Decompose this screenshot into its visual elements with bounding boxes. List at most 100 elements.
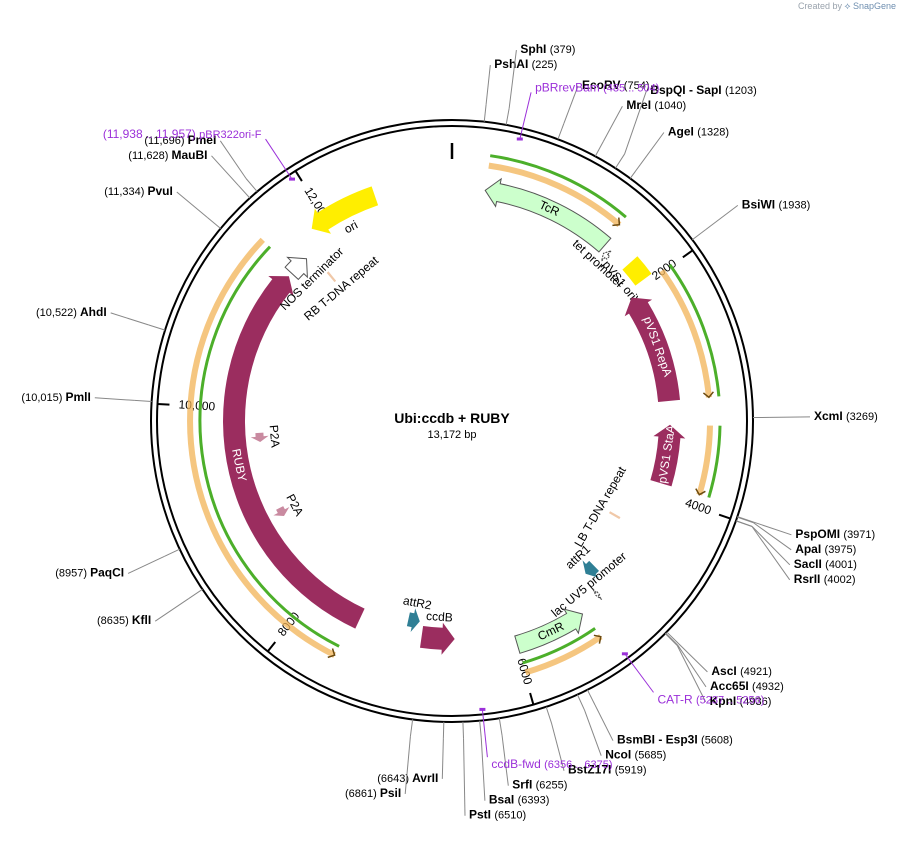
site-leader — [508, 50, 517, 109]
feature-label: lac UV5 promoter — [549, 549, 630, 620]
tick-mark — [266, 641, 277, 653]
site-leader — [480, 737, 486, 801]
translation-arrowhead — [695, 488, 706, 496]
feature-label: attR2 — [402, 593, 433, 612]
site-leader — [485, 65, 491, 105]
primer-mark — [621, 652, 628, 656]
feature-tet-promoter — [600, 249, 613, 263]
site-tick — [666, 631, 680, 645]
primer-label-ccdb-fwd: ccdB-fwd (6356 .. 6375) — [491, 757, 612, 771]
site-label-ecorv: EcoRV (754) — [582, 78, 649, 92]
site-leader — [463, 738, 466, 816]
translation-frame-outer — [659, 269, 712, 398]
feature-ori — [311, 186, 379, 234]
site-tick — [409, 719, 414, 737]
feature-cmr — [514, 608, 584, 654]
feature-p2a — [250, 432, 269, 442]
feature-rb-t-dna-repeat — [326, 271, 337, 283]
site-leader — [584, 709, 602, 756]
site-leader — [639, 132, 665, 165]
site-leader — [219, 140, 247, 179]
site-label-psii: (6861) PsiI — [345, 786, 401, 800]
site-label-avrii: (6643) AvrII — [377, 771, 438, 785]
primer-leader — [481, 709, 488, 758]
site-tick — [545, 706, 552, 724]
site-label-kpni: KpnI (4936) — [710, 694, 772, 708]
site-label-kfli: (8635) KflI — [97, 613, 151, 627]
site-leader — [501, 734, 509, 786]
site-label-ahdi: (10,522) AhdI — [36, 305, 107, 319]
translation-frame-outer — [488, 162, 622, 227]
site-tick — [188, 588, 203, 600]
primer-label-cat-r: CAT-R (5237 .. 5256) — [658, 693, 765, 707]
site-tick — [148, 324, 166, 331]
site-tick — [207, 217, 221, 229]
site-tick — [505, 108, 510, 125]
site-leader — [705, 205, 739, 230]
translation-frame-outer — [696, 425, 713, 496]
site-leader — [676, 645, 707, 703]
site-tick — [134, 399, 152, 402]
site-tick — [665, 632, 679, 646]
site-tick — [164, 548, 180, 557]
tick-mark — [682, 249, 694, 259]
site-tick — [735, 520, 753, 527]
feature-pvs1-repa — [624, 297, 680, 402]
site-leader — [677, 644, 707, 688]
site-leader — [176, 191, 208, 218]
site-tick — [238, 185, 251, 199]
site-leader — [594, 704, 614, 741]
site-tick — [245, 178, 258, 192]
site-leader — [110, 312, 149, 326]
site-tick — [629, 164, 641, 179]
site-label-xcmi: XcmI (3269) — [814, 409, 878, 423]
site-label-ncoi: NcoI (5685) — [605, 748, 666, 762]
site-label-rsrii: RsrII (4002) — [794, 572, 856, 586]
feature-ccdb — [420, 622, 455, 655]
feature-ruby — [223, 276, 365, 629]
site-leader — [753, 521, 792, 536]
translation-frame-inner — [489, 154, 627, 219]
brand-name: SnapGene — [852, 1, 896, 11]
site-leader — [624, 91, 647, 155]
primer-mark — [289, 177, 295, 181]
site-tick — [594, 141, 604, 157]
plasmid-name: Ubi:ccdb + RUBY — [394, 410, 510, 426]
feature-pvs1-oriv — [622, 256, 652, 286]
translation-frame-inner — [707, 425, 722, 498]
feature-attr1 — [582, 560, 599, 578]
site-tick — [479, 720, 482, 738]
tick-label: 10,000 — [178, 397, 216, 413]
translation-arrowhead — [612, 217, 621, 227]
translation-arrowhead — [593, 634, 602, 644]
translation-frame-outer — [524, 634, 603, 676]
primer-mark — [516, 137, 523, 141]
feature-label: P2A — [283, 492, 306, 519]
primer-label-pbrrevbam: pBRrevBam (485 .. 504) — [535, 81, 659, 95]
site-leader — [563, 85, 579, 124]
site-tick — [586, 689, 596, 706]
feature-nos-terminator — [284, 256, 308, 281]
site-tick — [614, 153, 626, 169]
feature-label: ccdB — [426, 609, 454, 625]
site-leader — [127, 555, 165, 574]
snapgene-credit: Created by ⟡ SnapGene — [798, 1, 896, 12]
site-tick — [576, 694, 585, 711]
feature-label: P2A — [267, 424, 283, 448]
feature-lb-t-dna-repeat — [609, 511, 621, 520]
site-leader — [602, 105, 623, 142]
site-label-pmei: (11,696) PmeI — [144, 133, 216, 147]
site-tick — [557, 123, 565, 140]
site-label-sacii: SacII (4001) — [794, 557, 857, 571]
site-tick — [462, 721, 465, 739]
site-label-pshai: PshAI (225) — [494, 57, 557, 71]
site-label-srfi: SrfI (6255) — [512, 778, 567, 792]
backbone-inner-ring — [156, 125, 748, 717]
translation-arrowhead — [327, 648, 336, 659]
feature-label: RB T-DNA repeat — [301, 253, 381, 323]
feature-p2a — [273, 506, 290, 516]
translation-frame-inner — [668, 264, 721, 397]
feature-tcr — [484, 177, 612, 253]
site-leader — [751, 526, 791, 581]
